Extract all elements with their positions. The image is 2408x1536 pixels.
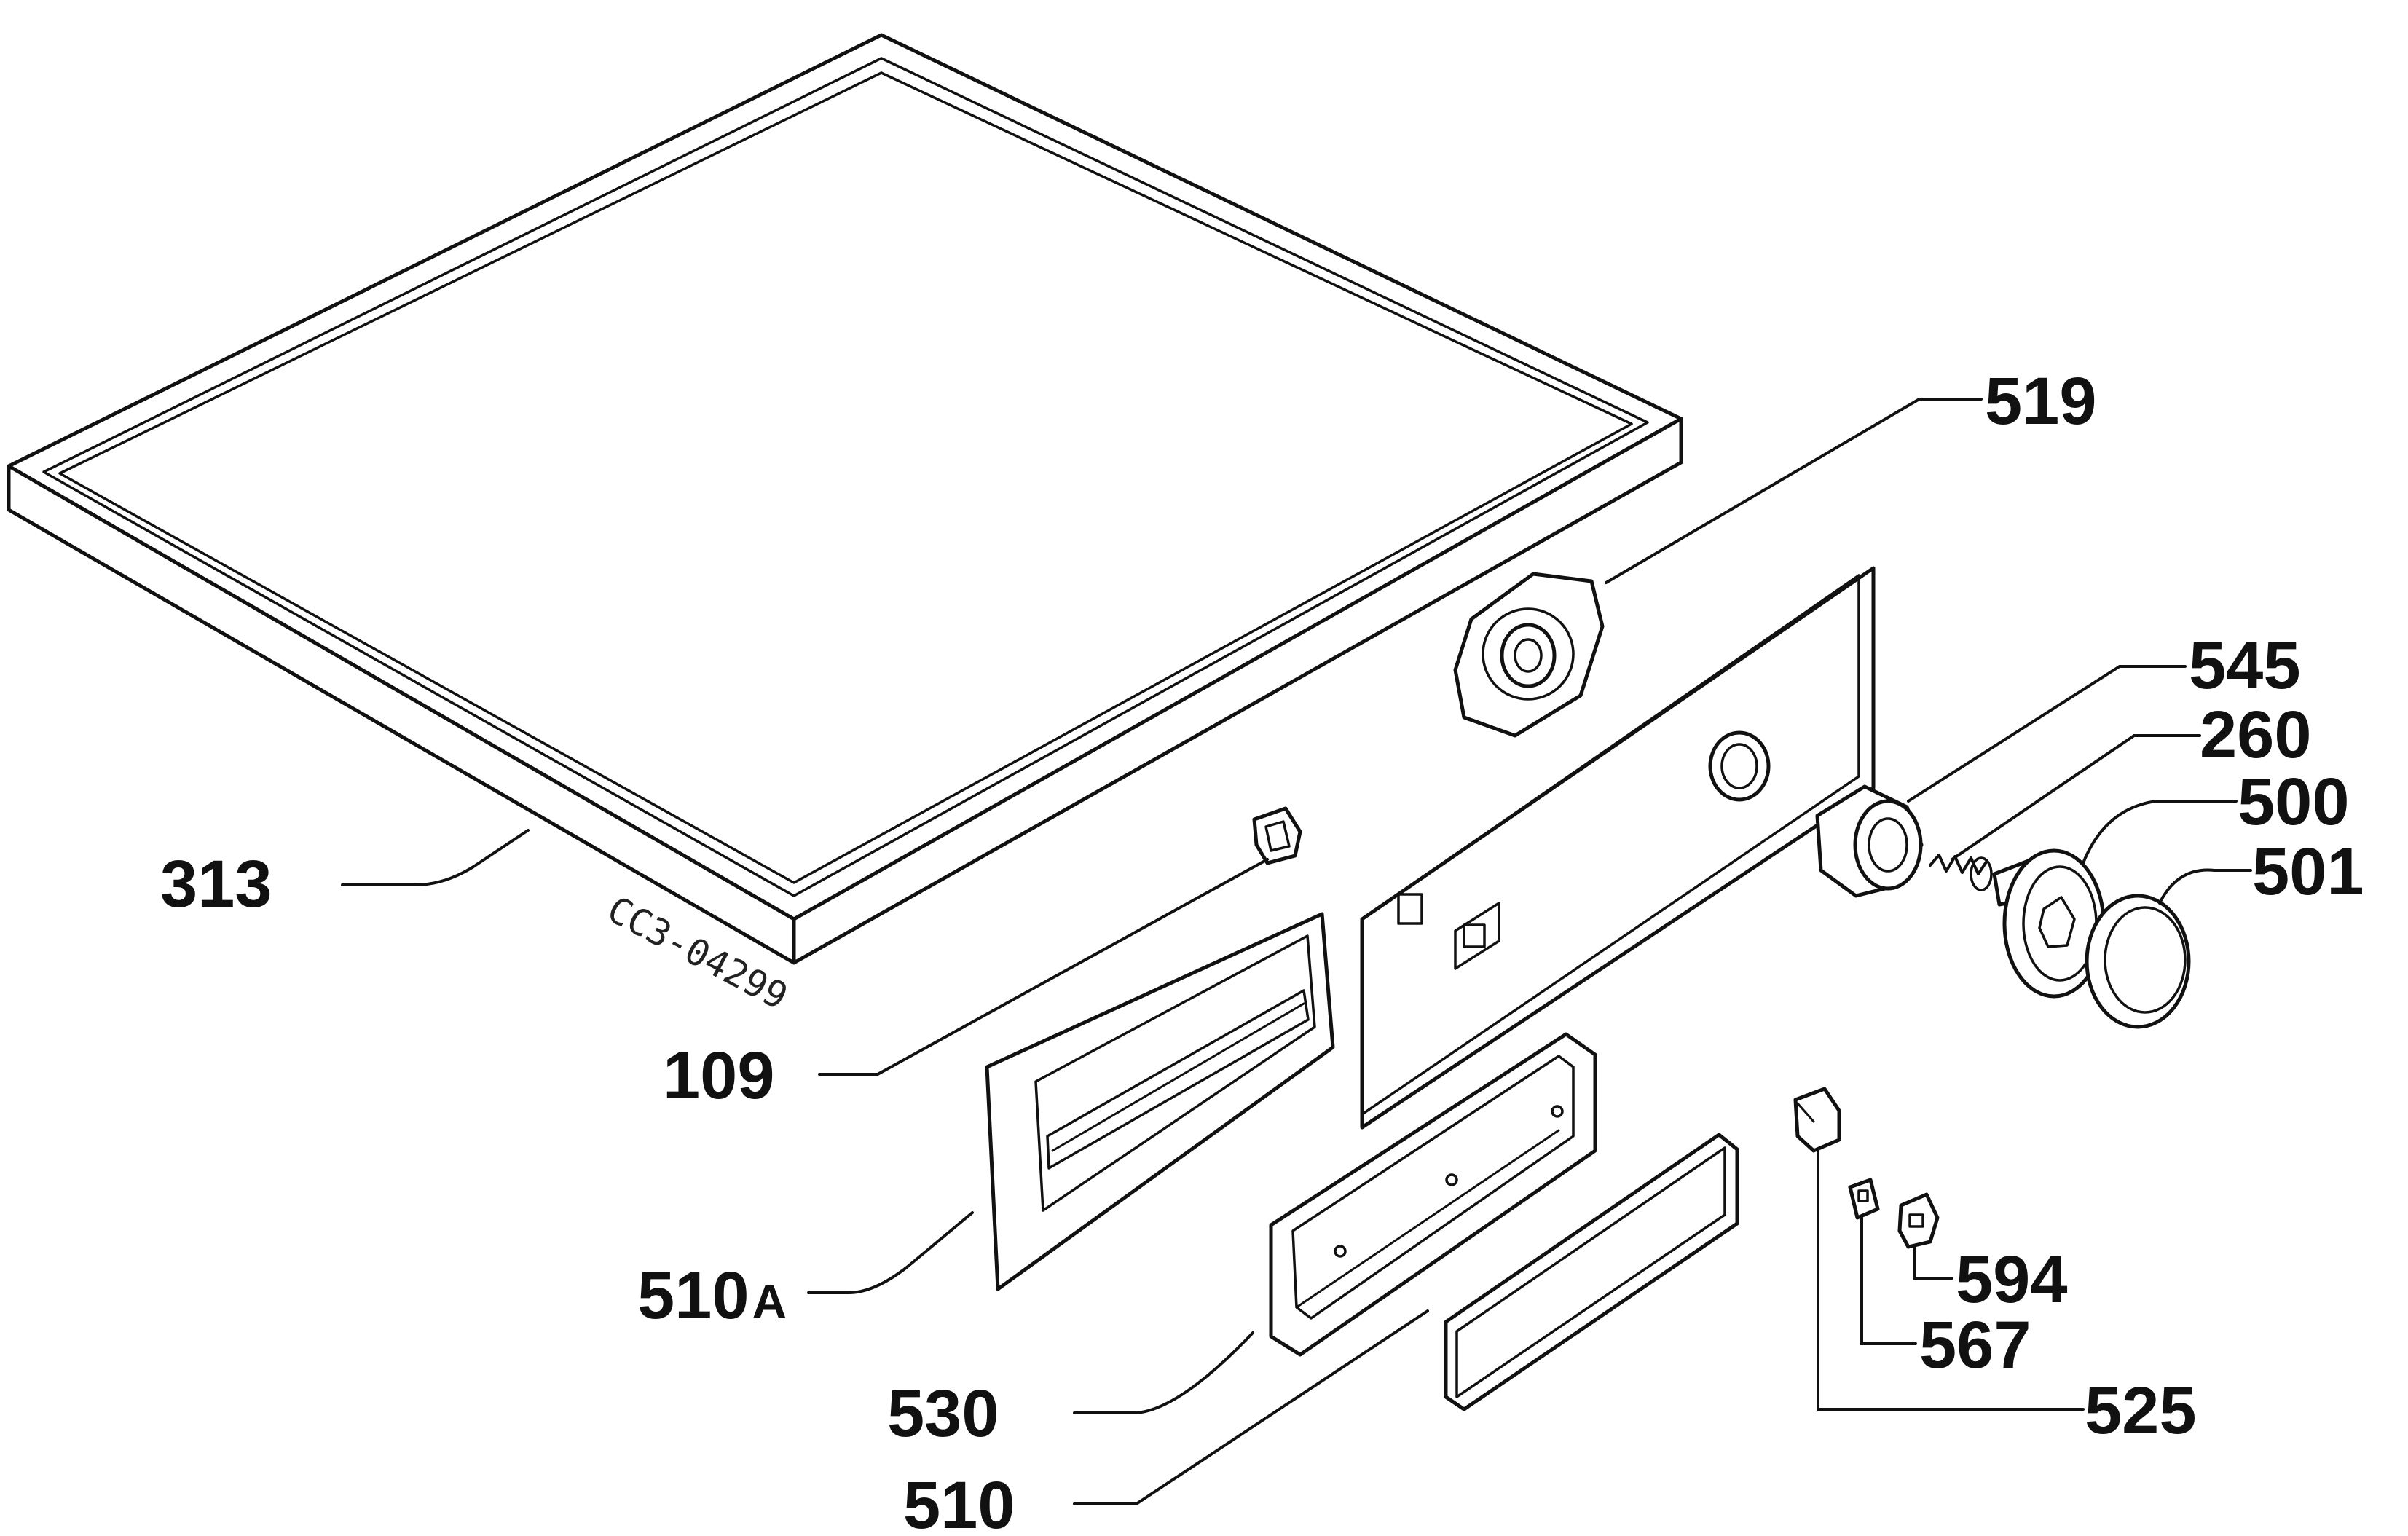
control-panel: [1360, 566, 1876, 1130]
label-510a-number: 510: [637, 1259, 749, 1333]
label-594: 594: [1956, 1242, 2068, 1317]
label-260: 260: [2200, 698, 2312, 772]
part-525-switch-cap: [1793, 1087, 1841, 1153]
part-109-button: [1252, 806, 1302, 865]
part-545-knob-bush: [1815, 784, 1924, 898]
label-519: 519: [1985, 364, 2097, 438]
part-519-rotary-switch: [1453, 572, 1605, 738]
label-545: 545: [2189, 629, 2301, 703]
part-594-clip: [1897, 1192, 1940, 1249]
label-501: 501: [2252, 835, 2364, 909]
label-510a-suffix: A: [752, 1275, 787, 1328]
label-500: 500: [2238, 765, 2350, 839]
part-313-top-lid: [7, 33, 1683, 965]
label-530: 530: [887, 1377, 999, 1451]
label-510a: 510A: [637, 1259, 787, 1333]
part-260-spring: [1929, 854, 1993, 891]
part-510-front-strip: [1444, 1133, 1739, 1411]
label-313: 313: [160, 847, 272, 921]
leader-lines: [341, 398, 2252, 1505]
label-109: 109: [663, 1039, 775, 1113]
part-567-clip: [1848, 1178, 1880, 1220]
part-530-handle-tray: [1269, 1032, 1597, 1357]
part-510a-drawer-frame: [985, 912, 1335, 1291]
label-567: 567: [1919, 1308, 2031, 1382]
part-labels: 313 519 545 260 500 501 109 510A 594 567…: [160, 364, 2364, 1536]
label-510: 510: [903, 1468, 1015, 1536]
label-525: 525: [2085, 1374, 2197, 1448]
part-501-knob-cap: [2085, 894, 2191, 1029]
